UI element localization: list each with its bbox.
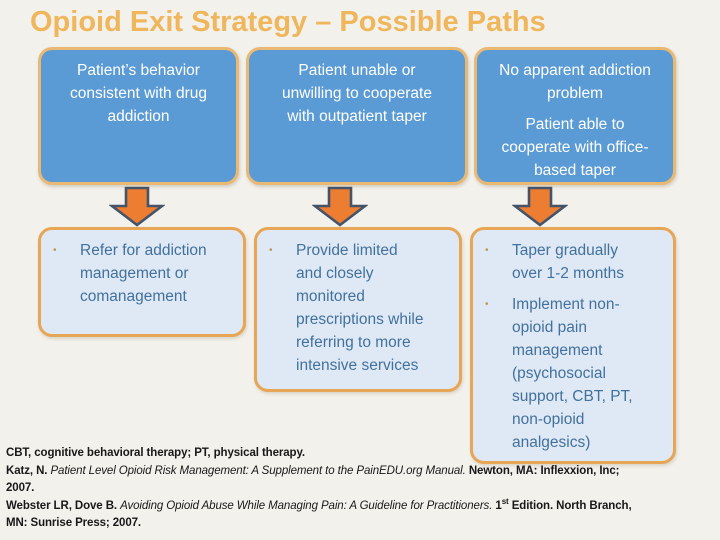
bullet-icon: • (53, 245, 57, 256)
condition-box-no-addiction-text-2: Patient able to cooperate with office- b… (501, 116, 649, 179)
reference-1-title: Patient Level Opioid Risk Management: A … (50, 464, 466, 477)
down-arrow-icon (108, 186, 166, 227)
down-arrow-3 (511, 186, 569, 227)
reference-1-author: Katz, N. (6, 464, 51, 477)
action-limited-prescriptions-text: Provide limited and closely monitored pr… (296, 242, 424, 374)
action-taper-text: Taper gradually over 1-2 months (512, 242, 624, 282)
list-item: • Provide limited and closely monitored … (269, 239, 453, 377)
bullet-icon: • (485, 245, 489, 256)
condition-box-no-addiction: No apparent addiction problem Patient ab… (474, 47, 676, 185)
reference-2-author: Webster LR, Dove B. (6, 499, 121, 512)
condition-box-drug-addiction-text: Patient’s behavior consistent with drug … (70, 62, 207, 125)
condition-box-unable-to-cooperate-text: Patient unable or unwilling to cooperate… (282, 62, 432, 125)
reference-2-edition-rest: Edition. North Branch, (508, 499, 632, 512)
action-nonopioid-text: Implement non- opioid pain management (p… (512, 296, 633, 451)
reference-2-line-2: MN: Sunrise Press; 2007. (6, 517, 142, 529)
reference-2-title: Avoiding Opioid Abuse While Managing Pai… (120, 499, 493, 512)
footnote-abbreviations: CBT, cognitive behavioral therapy; PT, p… (6, 447, 306, 459)
list-item: • Taper gradually over 1-2 months (485, 239, 667, 285)
action-box-taper: • Taper gradually over 1-2 months • Impl… (470, 227, 676, 464)
action-refer-text: Refer for addiction management or comana… (80, 242, 207, 305)
list-item: • Implement non- opioid pain management … (485, 293, 667, 454)
reference-1-publisher: Newton, MA: Inflexxion, Inc; (465, 464, 620, 477)
list-item: • Refer for addiction management or coma… (53, 239, 237, 308)
down-arrow-1 (108, 186, 166, 227)
reference-2-line-1: Webster LR, Dove B. Avoiding Opioid Abus… (6, 496, 632, 516)
down-arrow-icon (311, 186, 369, 227)
reference-2-edition-number: 1 (492, 499, 502, 512)
down-arrow-2 (311, 186, 369, 227)
action-box-refer: • Refer for addiction management or coma… (38, 227, 246, 337)
condition-box-unable-to-cooperate: Patient unable or unwilling to cooperate… (246, 47, 468, 185)
reference-1-line-2: 2007. (6, 482, 35, 494)
footnotes: CBT, cognitive behavioral therapy; PT, p… (6, 445, 632, 533)
condition-box-drug-addiction: Patient’s behavior consistent with drug … (38, 47, 239, 185)
reference-2-edition-ordinal: st (501, 496, 509, 506)
action-box-limited-prescriptions: • Provide limited and closely monitored … (254, 227, 462, 392)
down-arrow-icon (511, 186, 569, 227)
page-title: Opioid Exit Strategy – Possible Paths (30, 6, 546, 38)
condition-box-no-addiction-text-1: No apparent addiction problem (499, 62, 651, 102)
reference-1-line-1: Katz, N. Patient Level Opioid Risk Manag… (6, 463, 632, 481)
bullet-icon: • (485, 299, 489, 310)
bullet-icon: • (269, 245, 273, 256)
